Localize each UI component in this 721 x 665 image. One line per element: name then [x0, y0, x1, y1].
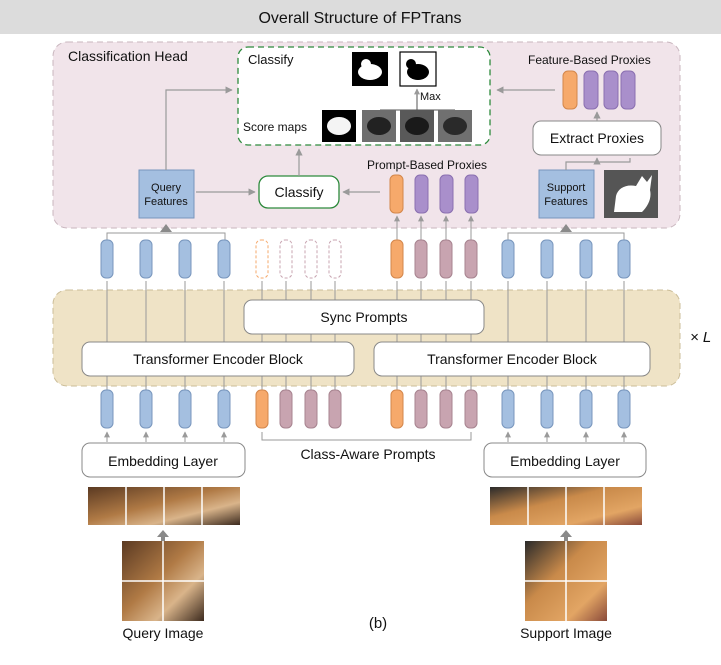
support-in-token [540, 389, 554, 429]
top-token-row [100, 239, 631, 279]
support-patchify-arrow [560, 530, 572, 537]
left-encoder-block-label: Transformer Encoder Block [133, 351, 304, 367]
prompt-proxy-bg-1 [414, 174, 429, 214]
max-label: Max [420, 91, 441, 103]
dropped-prompt-token [304, 239, 318, 279]
support-out-token [579, 239, 593, 279]
right-encoder-block [373, 341, 651, 377]
class-aware-prompts-bracket [261, 432, 472, 441]
prediction-mask-2 [399, 51, 437, 87]
class-prompt-token [390, 389, 404, 429]
support-features-line2: Features [544, 196, 588, 208]
support-token-merge-line [507, 232, 625, 240]
query-out-token [139, 239, 153, 279]
prompt-based-proxies [389, 174, 479, 214]
query-features-line1: Query [151, 182, 181, 194]
score-map-3 [400, 110, 434, 142]
sync-prompts-box [243, 299, 485, 335]
query-in-token [178, 389, 192, 429]
support-out-token [540, 239, 554, 279]
class-prompt-token [304, 389, 318, 429]
classify-box-title: Classify [248, 52, 294, 67]
embedding-to-token-arrows [104, 431, 627, 442]
support-patch-strip [490, 487, 642, 525]
feature-based-proxies [562, 70, 636, 110]
query-in-token [100, 389, 114, 429]
support-patchify-stem [564, 537, 568, 541]
prompt-out-token [464, 239, 478, 279]
feature-proxy-bg-1 [583, 70, 599, 110]
sync-prompts-label: Sync Prompts [320, 309, 407, 325]
repeat-label: × L [690, 329, 711, 346]
support-out-token [501, 239, 515, 279]
support-image [525, 541, 607, 621]
query-out-token [100, 239, 114, 279]
dropped-prompt-token [279, 239, 293, 279]
right-encoder-block-label: Transformer Encoder Block [427, 351, 598, 367]
score-map-1 [322, 110, 356, 142]
prompt-proxy-bg-2 [439, 174, 454, 214]
left-embedding-layer-label: Embedding Layer [108, 453, 218, 469]
class-prompt-token [255, 389, 269, 429]
title-bar [0, 0, 721, 34]
feature-proxy-fg [562, 70, 578, 110]
query-image [122, 541, 204, 621]
prediction-mask-1 [352, 52, 388, 86]
query-merge-arrow [160, 224, 172, 232]
query-in-token [139, 389, 153, 429]
score-map-2 [362, 110, 396, 142]
prompt-out-token [414, 239, 428, 279]
dropped-prompt-token [255, 239, 269, 279]
diagram-title: Overall Structure of FPTrans [258, 10, 461, 27]
query-patchify-stem [161, 537, 165, 541]
query-image-label: Query Image [123, 625, 204, 641]
right-embedding-layer-label: Embedding Layer [510, 453, 620, 469]
query-features-box [138, 169, 195, 219]
feature-based-proxies-label: Feature-Based Proxies [528, 53, 651, 67]
support-image-label: Support Image [520, 625, 612, 641]
prompt-proxy-fg [389, 174, 404, 214]
support-features-line1: Support [547, 182, 586, 194]
extract-proxies-label: Extract Proxies [550, 130, 644, 146]
classify-box-label: Classify [274, 184, 323, 200]
feature-proxy-bg-2 [603, 70, 619, 110]
score-map-4 [438, 110, 472, 142]
prompt-based-proxies-label: Prompt-Based Proxies [367, 158, 487, 172]
query-features-to-score-maps-line [165, 86, 233, 170]
support-mask-image [604, 170, 658, 218]
left-embedding-layer [81, 442, 246, 478]
right-embedding-layer [483, 442, 647, 478]
prompt-out-token [390, 239, 404, 279]
bottom-token-row [100, 389, 631, 429]
query-token-merge-line [106, 232, 226, 240]
figure-caption: (b) [369, 615, 387, 632]
class-prompt-token [464, 389, 478, 429]
support-in-token [617, 389, 631, 429]
query-patch-strip [88, 487, 240, 525]
query-patchify-arrow [157, 530, 169, 537]
query-features-line2: Features [144, 196, 188, 208]
feature-proxy-bg-3 [620, 70, 636, 110]
support-features-box [538, 169, 595, 219]
class-aware-prompts-label: Class-Aware Prompts [300, 446, 435, 462]
dropped-prompt-token [328, 239, 342, 279]
support-merge-arrow [560, 224, 572, 232]
score-maps-label: Score maps [243, 120, 307, 134]
query-out-token [217, 239, 231, 279]
class-prompt-token [328, 389, 342, 429]
support-out-token [617, 239, 631, 279]
class-prompt-token [414, 389, 428, 429]
class-prompt-token [439, 389, 453, 429]
prompt-proxy-bg-3 [464, 174, 479, 214]
support-in-token [501, 389, 515, 429]
query-out-token [178, 239, 192, 279]
support-in-token [579, 389, 593, 429]
class-prompt-token [279, 389, 293, 429]
prompt-out-token [439, 239, 453, 279]
left-encoder-block [81, 341, 355, 377]
query-in-token [217, 389, 231, 429]
classification-head-label: Classification Head [68, 48, 188, 64]
